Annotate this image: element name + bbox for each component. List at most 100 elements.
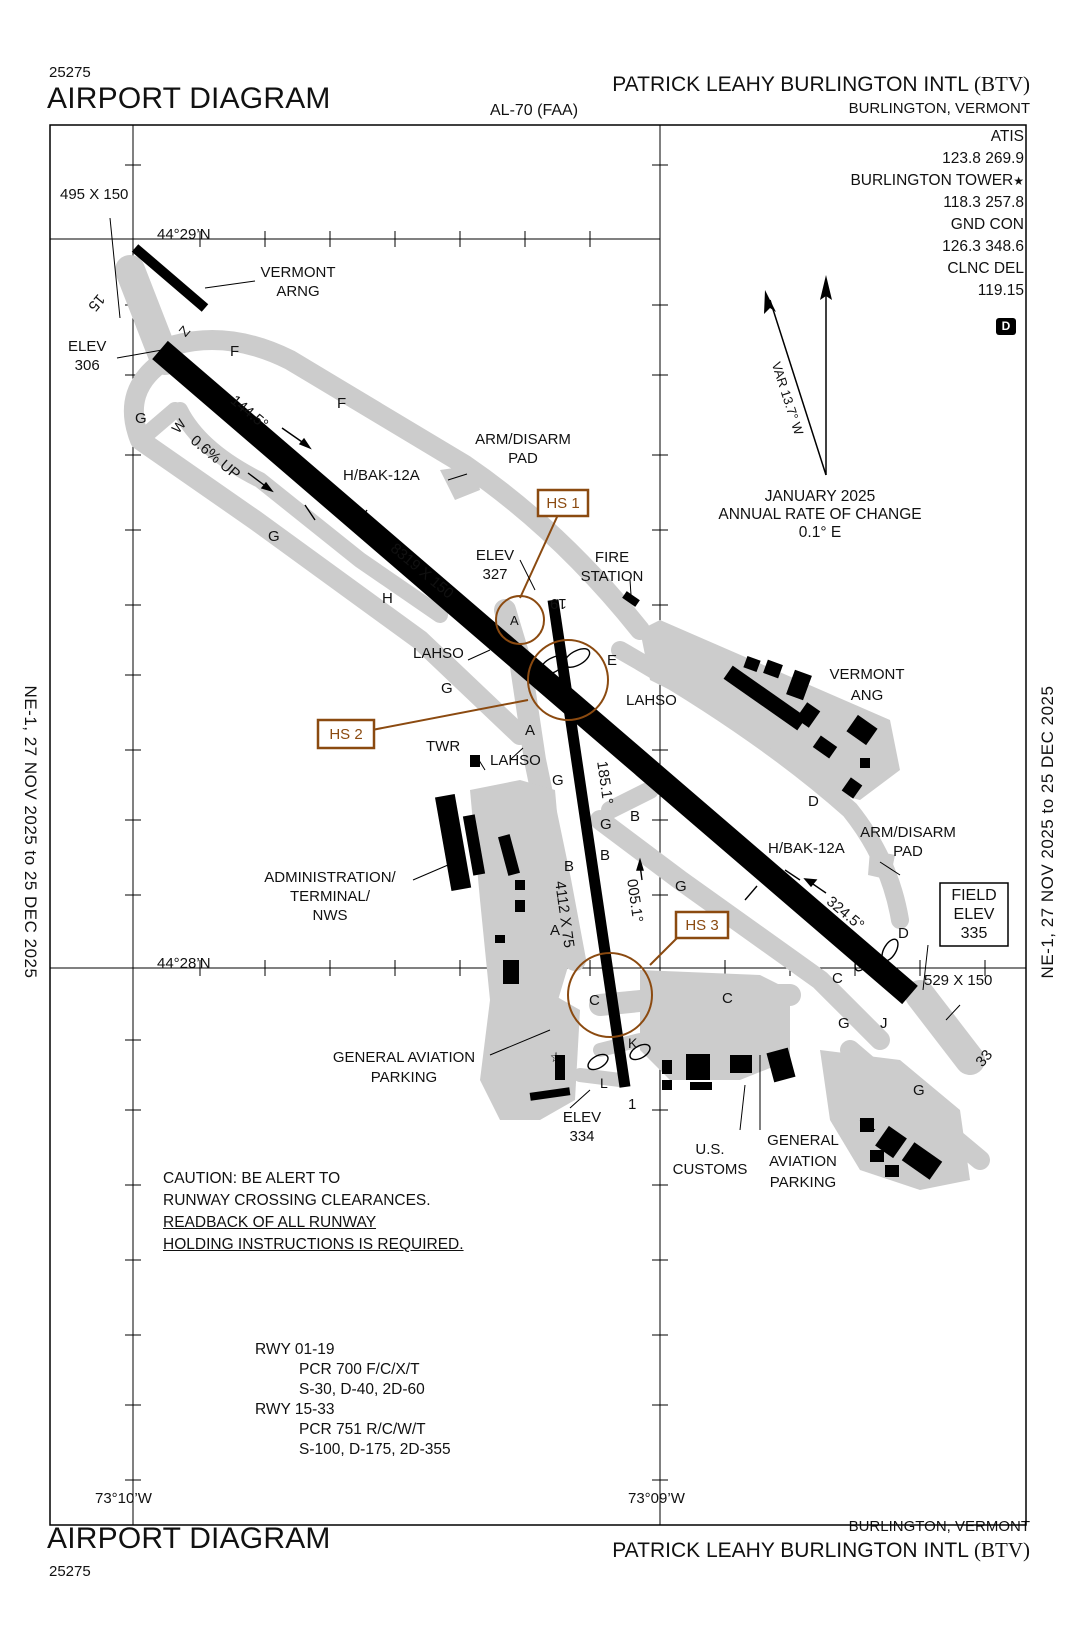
taxiway-f-label: F xyxy=(337,395,347,412)
rate-line: 0.1° E xyxy=(798,524,842,541)
hot-spot-1-box xyxy=(536,488,590,518)
hot-spot-2-label: HS 2 xyxy=(329,726,363,743)
arm-disarm-pad-north-label: ARM/DISARM PAD xyxy=(475,430,571,468)
label-line: ADMINISTRATION/ xyxy=(264,869,396,886)
runway-strength-table: RWY 01-19 PCR 700 F/C/X/T S-30, D-40, 2D… xyxy=(255,1340,451,1460)
tower-label: BURLINGTON TOWER xyxy=(850,172,1014,189)
atis-label: ATIS xyxy=(990,128,1024,145)
elevation-value: 306 xyxy=(74,357,100,374)
hot-spot-3-label: HS 3 xyxy=(685,917,719,934)
taxiway-a-label: A xyxy=(510,613,519,628)
taxiway-c-label: C xyxy=(832,970,843,987)
elevation-value: 334 xyxy=(569,1128,595,1145)
airport-id: (BTV) xyxy=(974,72,1030,96)
tower-label-row: BURLINGTON TOWER★ xyxy=(850,170,1024,192)
airport-name-top: PATRICK LEAHY BURLINGTON INTL (BTV) xyxy=(612,72,1030,97)
label-line: VERMONT xyxy=(829,666,905,683)
north-arrows xyxy=(764,275,832,476)
caution-note: CAUTION: BE ALERT TO RUNWAY CROSSING CLE… xyxy=(163,1168,464,1256)
caution-line: CAUTION: BE ALERT TO xyxy=(163,1170,341,1187)
caution-line: READBACK OF ALL RUNWAY xyxy=(163,1214,377,1231)
field-elevation-value: 335 xyxy=(960,925,988,942)
longitude-right: 73°09’W xyxy=(628,1490,685,1507)
hold-markings xyxy=(539,648,899,1071)
city-state-bottom: BURLINGTON, VERMONT xyxy=(848,1518,1030,1535)
chart-title-bottom: AIRPORT DIAGRAM xyxy=(47,1522,331,1555)
elevation-value: 327 xyxy=(482,566,508,583)
hot-spot-2-box xyxy=(316,718,376,750)
label-line: STATION xyxy=(580,568,644,585)
vermont-arng-building xyxy=(131,244,209,312)
fire-station-label: FIRE STATION xyxy=(581,548,644,586)
label-line: PAD xyxy=(893,843,923,860)
taxiway-b-label: B xyxy=(600,847,611,864)
runway-1-19 xyxy=(547,599,631,1088)
ga-parking-west-label: GENERAL AVIATION PARKING xyxy=(333,1048,475,1088)
elev-334-label: ELEV 334 xyxy=(563,1108,601,1146)
runway-strength-name: RWY 15-33 xyxy=(255,1401,335,1418)
part-time-star-icon: ★ xyxy=(1013,174,1024,188)
taxiway-l-label: L xyxy=(600,1075,608,1091)
elev-306-label: ELEV 306 xyxy=(68,337,106,375)
city-state-top: BURLINGTON, VERMONT xyxy=(848,100,1030,117)
lahso-label-south: LAHSO xyxy=(490,752,541,769)
taxiway-segment xyxy=(905,980,985,1075)
label-line: AVIATION xyxy=(769,1153,837,1170)
taxiway-g-label: G xyxy=(600,816,612,833)
label-line: FIELD xyxy=(951,887,997,904)
runway-strength-weights: S-100, D-175, 2D-355 xyxy=(299,1441,451,1458)
label-line: ELEV xyxy=(68,338,107,355)
hot-spot-3-circle xyxy=(567,952,653,1038)
taxiway-c-label: C xyxy=(722,990,733,1007)
airport-name-bottom: PATRICK LEAHY BURLINGTON INTL (BTV) xyxy=(612,1538,1030,1563)
annual-rate-of-change: JANUARY 2025 ANNUAL RATE OF CHANGE 0.1° … xyxy=(718,488,921,542)
caution-line: RUNWAY CROSSING CLEARANCES. xyxy=(163,1192,431,1209)
rate-line: ANNUAL RATE OF CHANGE xyxy=(718,506,922,523)
arm-disarm-pad-south-label: ARM/DISARM PAD xyxy=(860,823,956,861)
label-line: ANG xyxy=(850,687,884,704)
vermont-ang-label: VERMONT ANG xyxy=(830,664,905,706)
hot-spot-2-circle xyxy=(527,639,609,721)
label-line: ARM/DISARM xyxy=(860,824,956,841)
chart-title-top: AIRPORT DIAGRAM xyxy=(47,82,331,115)
field-elev-box xyxy=(939,882,1009,947)
runway-strength-weights: S-30, D-40, 2D-60 xyxy=(299,1381,425,1398)
atis-frequency: 123.8 269.9 xyxy=(942,150,1024,167)
label-line: ELEV xyxy=(953,906,995,923)
airport-name-text: PATRICK LEAHY BURLINGTON INTL xyxy=(612,1539,969,1562)
taxiway-c-label: C xyxy=(589,992,600,1009)
label-line: NWS xyxy=(312,907,348,924)
taxiway-d-label: D xyxy=(808,793,819,810)
caution-line: HOLDING INSTRUCTIONS IS REQUIRED. xyxy=(163,1236,464,1253)
taxiway-j-label: J xyxy=(880,1015,888,1032)
frequency-block: ATIS 123.8 269.9 BURLINGTON TOWER★ 118.3… xyxy=(850,126,1024,302)
label-line: PARKING xyxy=(769,1174,837,1191)
airport-id: (BTV) xyxy=(974,1538,1030,1562)
clearance-frequency: 119.15 xyxy=(977,282,1024,299)
procedure-number-bottom: 25275 xyxy=(49,1563,91,1580)
taxiway-e-label: E xyxy=(607,652,618,669)
blast-pad-se-label: 529 X 150 xyxy=(924,972,993,989)
rate-line: JANUARY 2025 xyxy=(764,488,876,505)
hot-spot-3-box xyxy=(674,910,730,940)
taxiway-g-label: G xyxy=(552,772,564,789)
runway-strength-pcr: PCR 700 F/C/X/T xyxy=(299,1361,420,1378)
clearance-label: CLNC DEL xyxy=(947,260,1024,277)
label-line: ARM/DISARM xyxy=(475,431,571,448)
taxiway-g-label: G xyxy=(675,878,687,895)
label-line: ELEV xyxy=(475,547,515,564)
hot-spot-1-label: HS 1 xyxy=(546,495,580,512)
tower-label: TWR xyxy=(426,738,461,755)
label-line: TERMINAL/ xyxy=(289,888,371,905)
taxiway-segment xyxy=(115,255,180,375)
administration-terminal-label: ADMINISTRATION/ TERMINAL/ NWS xyxy=(264,868,395,925)
hbak-north-label: H/BAK-12A xyxy=(343,467,420,484)
tower-frequency: 118.3 257.8 xyxy=(943,194,1024,211)
ground-frequency: 126.3 348.6 xyxy=(942,238,1024,255)
runway-19-end-label: 19 xyxy=(550,595,567,612)
label-line: GENERAL xyxy=(767,1132,839,1149)
airport-name-text: PATRICK LEAHY BURLINGTON INTL xyxy=(612,73,969,96)
longitude-left: 73°10’W xyxy=(95,1490,152,1507)
compass-rose-icon: ☆ xyxy=(550,1049,563,1065)
taxiway-g-label: G xyxy=(268,528,280,545)
